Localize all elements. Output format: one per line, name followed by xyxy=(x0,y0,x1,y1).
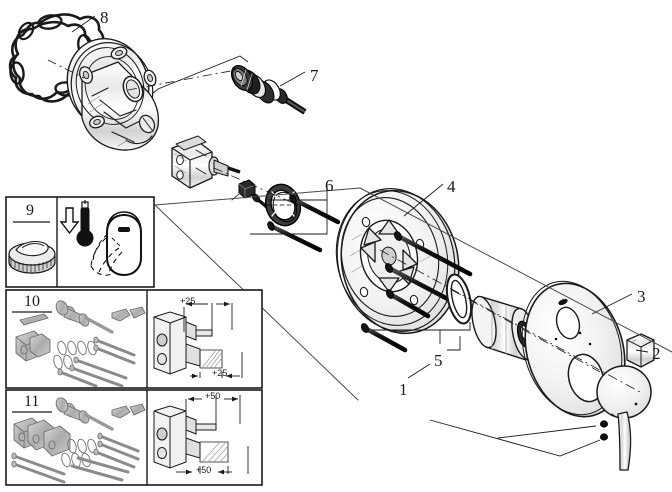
callout-2: 2 xyxy=(652,344,661,363)
leader-lines xyxy=(47,15,649,457)
panel11-parts xyxy=(11,397,146,484)
part-valve-body-housing xyxy=(66,37,160,151)
panel-10-graphics xyxy=(5,289,263,389)
panel10-section xyxy=(153,301,243,379)
panel-number-10: 10 xyxy=(24,293,40,310)
part-cartridge-block xyxy=(171,135,241,189)
panel-number-9: 9 xyxy=(26,202,34,219)
dimension-label-panel10-bottom: +25 xyxy=(212,368,228,378)
panel-number-11: 11 xyxy=(24,393,40,410)
dimension-label-panel11-bottom: +50 xyxy=(196,465,212,475)
callout-6: 6 xyxy=(325,176,334,195)
panel9-aerator-cap xyxy=(8,241,56,274)
panel-9-graphics xyxy=(5,196,155,288)
callout-5: 5 xyxy=(434,351,443,370)
panel10-parts xyxy=(15,300,146,388)
callout-4: 4 xyxy=(447,177,456,196)
part-cartridge-7 xyxy=(230,64,307,115)
callout-3: 3 xyxy=(637,287,646,306)
callout-8: 8 xyxy=(100,8,109,27)
part-mounting-rosette-4 xyxy=(335,188,460,335)
part-mounting-screws-6 xyxy=(267,194,341,253)
panel9-thermostat-rotation xyxy=(59,200,142,277)
part-lever-handle xyxy=(596,365,652,471)
callout-1: 1 xyxy=(399,380,408,399)
dimension-label-panel10-top: +25 xyxy=(180,296,196,306)
part-retaining-ring xyxy=(264,183,302,227)
panel-11-graphics xyxy=(5,389,263,486)
dimension-label-panel11-top: +50 xyxy=(205,391,221,401)
panel11-section xyxy=(153,395,249,475)
callout-7: 7 xyxy=(310,66,319,85)
